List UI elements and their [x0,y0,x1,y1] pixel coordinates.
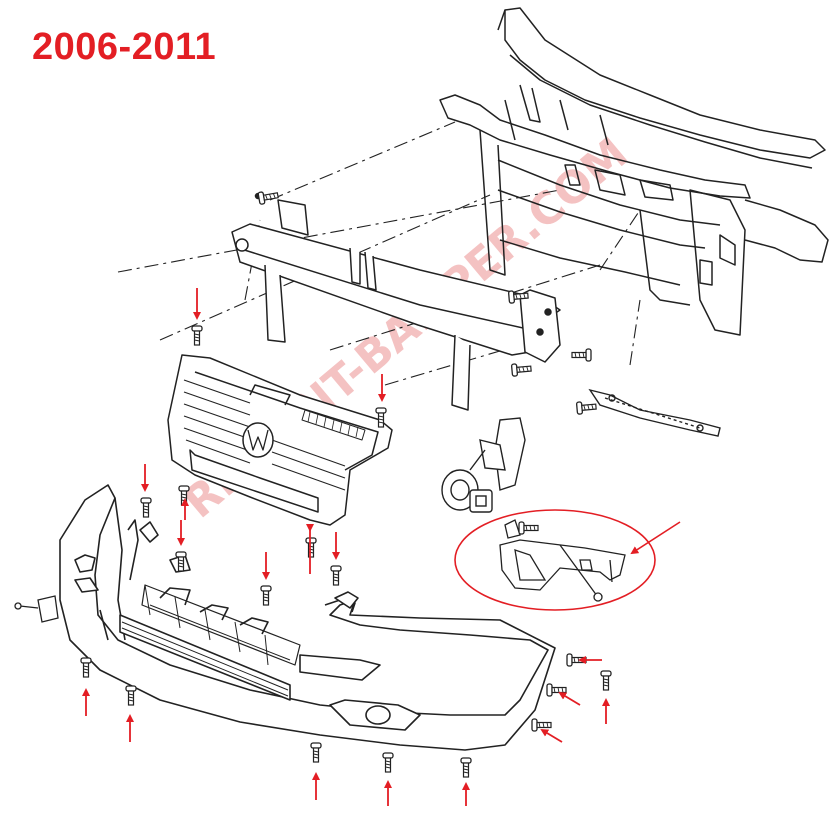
side-marker-clip [14,595,59,623]
bolt-icon [125,685,137,706]
red-arrow-icon [558,691,581,706]
radiator-support-frame [439,7,829,336]
bolt-icon [140,497,152,518]
detail-callout [454,509,681,611]
side-bracket-harness [588,388,721,437]
bolt-icon [382,752,394,773]
clip-icon [518,521,539,535]
bolt-icon [191,325,203,346]
red-arrows [82,288,610,806]
bolt-icon [575,399,598,415]
front-bumper-cover [59,484,556,751]
bolt-icon [305,537,317,558]
bumper-reinforcement-beam [231,192,561,411]
bolt-icon [310,742,322,763]
bolt-icon [460,757,472,778]
bolt-icon [600,670,612,691]
red-arrow-icon [540,728,563,743]
radiator-grille [167,354,393,526]
emblem-icon [242,422,274,458]
bolt-icon [571,348,592,362]
bolt-icon [531,718,552,732]
bolt-icon [80,657,92,678]
bolt-icon [330,565,342,586]
bolt-icon [257,188,280,206]
horn-assembly [441,417,526,513]
page-title: 2006-2011 [32,26,217,68]
bolt-icon [510,361,533,377]
bolt-icon [260,585,272,606]
red-arrow-icon [630,521,681,555]
